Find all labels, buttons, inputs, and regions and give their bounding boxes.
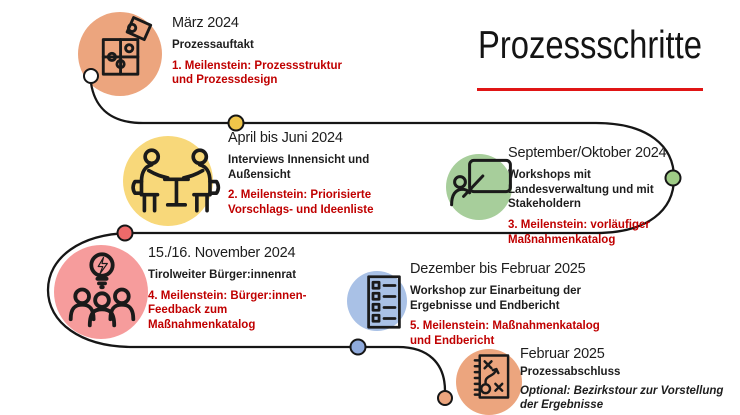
step-6-bubble [456,349,522,415]
timeline-node-6 [437,390,453,406]
step-2-label: Interviews Innensicht und Außensicht [228,154,370,181]
title-underline [477,88,703,91]
step-6-label: Prozessabschluss [520,366,621,378]
step-3-bubble [446,154,512,220]
step-1-milestone: 1. Meilenstein: Prozessstruktur und Proz… [172,59,342,87]
step-3-milestone: 3. Meilenstein: vorläufiger Maßnahmenkat… [508,219,650,246]
step-6-date: Februar 2025 [520,346,605,362]
timeline-node-4 [116,224,134,242]
step-5-date: Dezember bis Februar 2025 [410,261,586,277]
step-1-date: März 2024 [172,15,239,31]
step-5-label: Workshop zur Einarbeitung der Ergebnisse… [410,285,582,312]
timeline-node-5 [349,338,367,356]
step-4-bubble [54,245,148,339]
step-4: 15./16. November 2024 Tirolweiter Bürger… [148,245,306,333]
step-2: April bis Juni 2024 Interviews Innensich… [228,130,374,218]
step-3: September/Oktober 2024 Workshops mit Lan… [508,145,667,248]
step-1-label: Prozessauftakt [172,39,254,51]
timeline-node-2 [227,114,245,132]
step-5-milestone: 5. Meilenstein: Maßnahmenkatalog und End… [410,320,600,348]
step-3-date: September/Oktober 2024 [508,145,667,161]
timeline-node-1 [83,68,99,84]
step-2-milestone: 2. Meilenstein: Priorisierte Vorschlags-… [228,189,374,217]
step-3-label: Workshops mit Landesverwaltung und mit S… [508,169,654,211]
step-4-milestone: 4. Meilenstein: Bürger:innen- Feedback z… [148,289,307,332]
step-6-milestone: Optional: Bezirkstour zur Vorstellung de… [520,384,724,412]
step-6: Februar 2025 Prozessabschluss Optional: … [520,346,723,413]
step-2-bubble [123,136,213,226]
step-4-date: 15./16. November 2024 [148,245,296,261]
step-4-label: Tirolweiter Bürger:innenrat [148,269,297,281]
timeline-node-3 [664,169,682,187]
step-1: März 2024 Prozessauftakt 1. Meilenstein:… [172,15,342,88]
page-title: Prozessschritte [478,24,702,67]
step-5-bubble [347,271,407,331]
step-2-date: April bis Juni 2024 [228,130,343,146]
step-5: Dezember bis Februar 2025 Workshop zur E… [410,261,600,349]
